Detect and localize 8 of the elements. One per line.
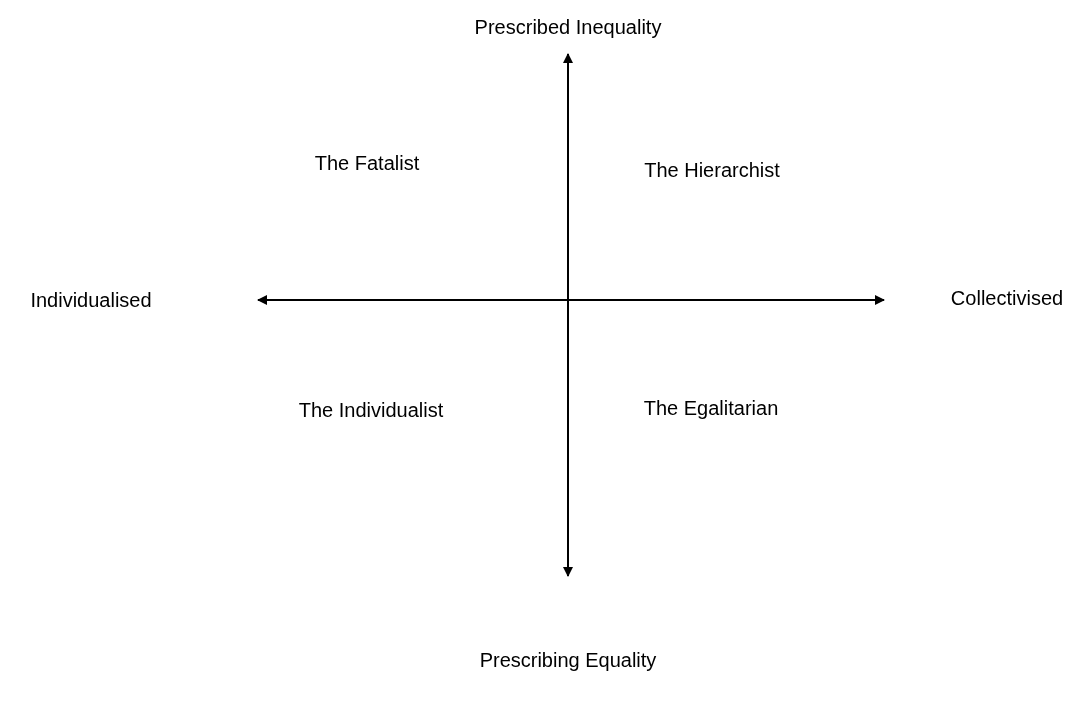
- axis-label: Individualised: [30, 288, 152, 312]
- axis-label: Prescribed Inequality: [474, 15, 662, 39]
- axis-label: Collectivised: [950, 286, 1064, 310]
- axis-label: Prescribing Equality: [479, 648, 657, 672]
- quadrant-label: The Fatalist: [314, 151, 420, 175]
- quadrant-label: The Egalitarian: [643, 396, 779, 420]
- quadrant-label: The Hierarchist: [644, 158, 780, 182]
- quadrant-label: The Individualist: [298, 398, 444, 422]
